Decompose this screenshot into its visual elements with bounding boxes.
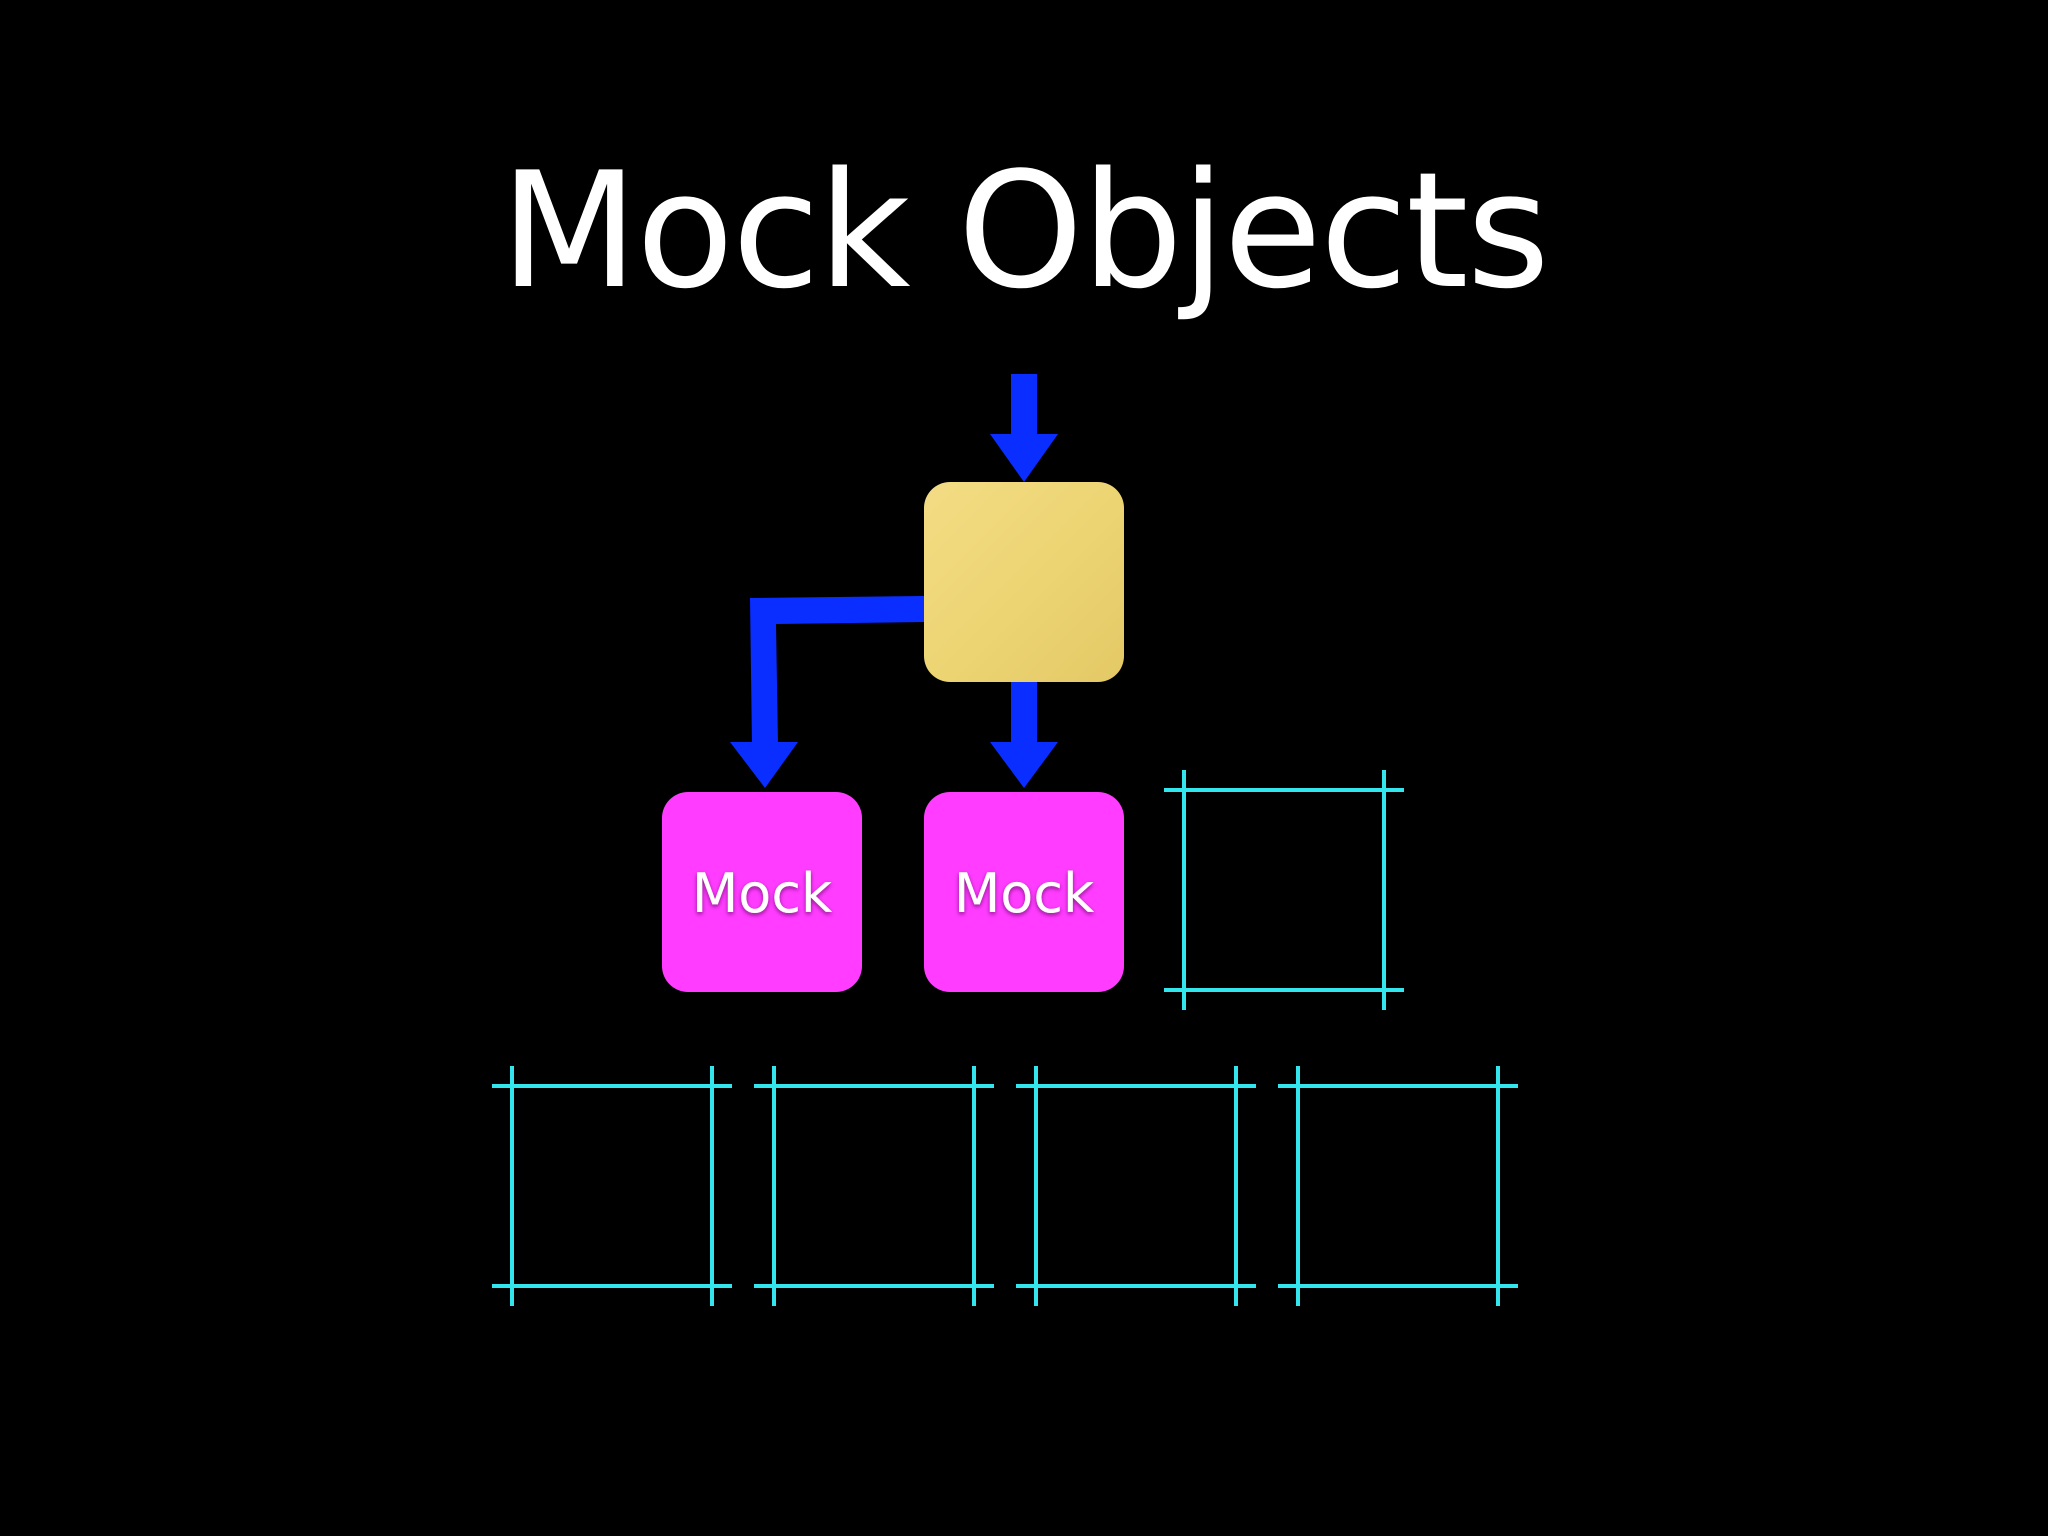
placeholder-box xyxy=(1278,1066,1518,1306)
unit-under-test-box xyxy=(924,482,1124,682)
placeholder-box xyxy=(492,1066,732,1306)
slide-title: Mock Objects xyxy=(500,137,1550,324)
input-arrow xyxy=(990,374,1058,482)
mock-node-label: Mock xyxy=(692,862,833,925)
mock-node: Mock xyxy=(662,792,862,992)
mock-node: Mock xyxy=(924,792,1124,992)
placeholder-box xyxy=(754,1066,994,1306)
placeholder-box xyxy=(1164,770,1404,1010)
arrow-to-right-mock xyxy=(990,682,1058,788)
arrow-to-left-mock xyxy=(730,596,924,788)
mock-node-label: Mock xyxy=(954,862,1095,925)
placeholder-box xyxy=(1016,1066,1256,1306)
